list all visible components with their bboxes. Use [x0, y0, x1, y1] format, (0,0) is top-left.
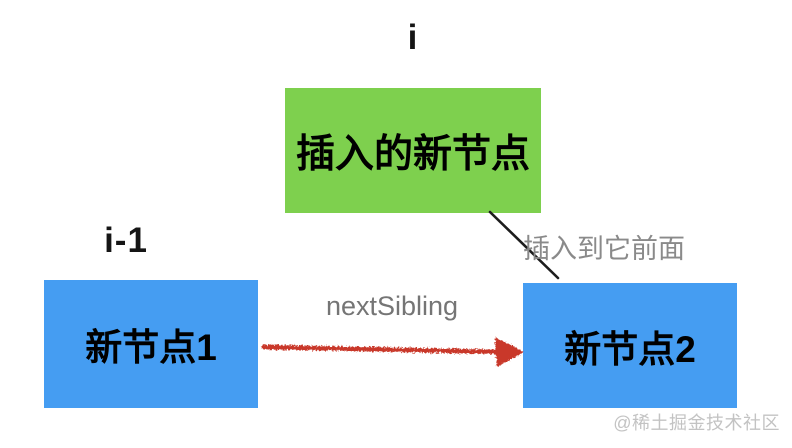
- node1-box: 新节点1: [44, 280, 258, 408]
- inserted-node-label: 插入的新节点: [295, 132, 530, 176]
- watermark: @稀土掘金技术社区: [613, 413, 780, 433]
- next-sibling-red-arrow: [261, 337, 524, 367]
- node2-box: 新节点2: [523, 283, 737, 408]
- index-label-i-minus-1: i-1: [104, 221, 148, 260]
- node1-label: 新节点1: [85, 327, 217, 368]
- inserted-node-box: 插入的新节点: [285, 88, 541, 213]
- index-label-i: i: [407, 18, 419, 57]
- node2-label: 新节点2: [564, 328, 696, 370]
- next-sibling-label: nextSibling: [325, 291, 459, 321]
- insert-before-connector-line: [488, 210, 560, 280]
- insert-before-label: 插入到它前面: [523, 234, 685, 264]
